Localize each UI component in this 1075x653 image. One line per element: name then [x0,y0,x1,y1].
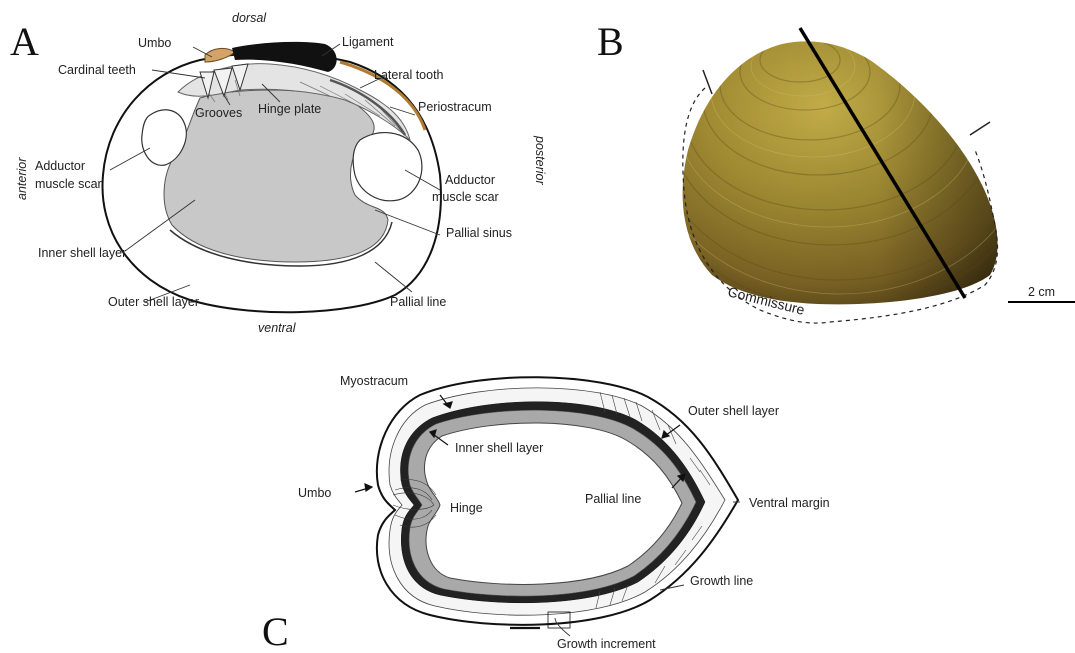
panel-a-umbo-label: Umbo [138,36,171,50]
panel-a-lateral-tooth-label: Lateral tooth [374,68,444,82]
panel-a-ventral-label: ventral [258,321,297,335]
panel-a-pallial-sinus-label: Pallial sinus [446,226,512,240]
panel-c-outer-shell-layer-label: Outer shell layer [688,404,779,418]
panel-a-posterior-adductor-label-1: Adductor [445,173,495,187]
panel-a-posterior-label: posterior [533,135,547,185]
panel-c-myostracum-label: Myostracum [340,374,408,388]
panel-b-tick-left [703,70,712,94]
panel-b-shell-photo: B [597,8,1075,323]
panel-a-dorsal-label: dorsal [232,11,267,25]
panel-c-growth-increment-label: Growth increment [557,637,656,651]
panel-a-posterior-adductor-label-2: muscle scar [432,190,499,204]
panel-a-grooves-label: Grooves [195,106,242,120]
panel-b-letter: B [597,19,624,64]
panel-c-inner-shell-layer-label: Inner shell layer [455,441,543,455]
panel-a-anterior-label: anterior [15,157,29,200]
panel-a-anterior-adductor-label-2: muscle scar [35,177,102,191]
panel-a-cardinal-teeth-label: Cardinal teeth [58,63,136,77]
panel-a-pallial-line-label: Pallial line [390,295,446,309]
panel-a-hinge-plate-label: Hinge plate [258,102,321,116]
panel-c-hinge-label: Hinge [450,501,483,515]
panel-c-growth-line-label: Growth line [690,574,753,588]
panel-a-shell-interior: A [10,11,547,335]
panel-c-ventral-margin-label: Ventral margin [749,496,830,510]
panel-c-letter: C [262,609,289,653]
panel-a-periostracum-label: Periostracum [418,100,492,114]
panel-c-pallial-line-label: Pallial line [585,492,641,506]
panel-a-anterior-adductor-label-1: Adductor [35,159,85,173]
panel-c-umbo-label: Umbo [298,486,331,500]
panel-a-letter: A [10,19,39,64]
panel-b-tick-right [970,122,990,135]
panel-a-ligament-label: Ligament [342,35,394,49]
panel-c-shell-cross-section: C [262,374,830,653]
panel-b-scale-label: 2 cm [1028,285,1055,299]
panel-a-inner-shell-layer-label: Inner shell layer [38,246,126,260]
panel-a-outer-shell-layer-label: Outer shell layer [108,295,199,309]
